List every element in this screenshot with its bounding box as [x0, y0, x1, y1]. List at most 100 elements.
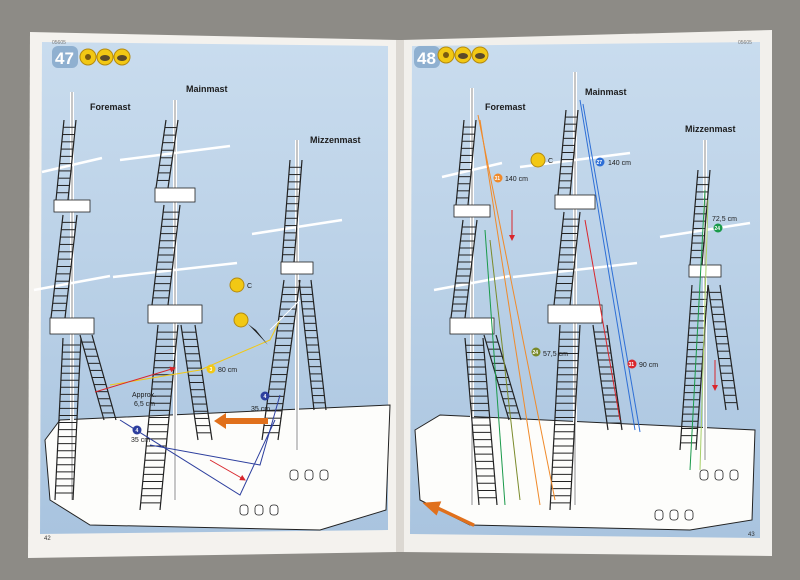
- rope-white: [269, 299, 301, 331]
- rope-number: 4: [264, 394, 267, 400]
- rope-number-badge: [206, 364, 216, 374]
- left-approx-callout: Approx. 6,5 cm: [132, 392, 156, 408]
- icon-detail: [100, 55, 110, 61]
- right-page: 48 05605 Foremast Mainmast Mizzenmast: [410, 40, 760, 538]
- left-rope-35-callout-b: 4 35 cm: [251, 391, 270, 413]
- rope-navy: [149, 394, 281, 466]
- icon-detail: [458, 53, 468, 59]
- c-marker-icon: [229, 277, 245, 293]
- shroud-rail: [569, 211, 581, 306]
- left-rigging: [94, 299, 301, 496]
- rope-length: 140 cm: [608, 160, 631, 167]
- stern-window: [289, 469, 299, 481]
- rope-number: 31: [495, 176, 501, 182]
- left-catalog-code: 05605: [52, 40, 66, 46]
- stern-window: [714, 469, 724, 481]
- rope-number: 3: [210, 367, 213, 373]
- shroud-rail: [679, 284, 693, 451]
- right-mast-labels: Foremast Mainmast Mizzenmast: [485, 87, 736, 134]
- stern-window: [269, 504, 279, 516]
- stern-window: [304, 469, 314, 481]
- mast-top-platform: [53, 199, 91, 213]
- rope-blue: [579, 99, 636, 431]
- pointer-arrow-icon: [248, 324, 268, 345]
- shroud-rail: [464, 337, 480, 506]
- left-folio: 42: [44, 536, 51, 542]
- rope-length: 35 cm: [131, 437, 150, 444]
- left-step-badge: [52, 46, 78, 68]
- rope-number: 4: [136, 428, 139, 434]
- mast-top-platform: [453, 204, 491, 218]
- c-marker-label: C: [247, 283, 252, 290]
- mast-top-platform: [547, 304, 603, 324]
- rope-number: 31: [629, 362, 635, 368]
- rope-length: 80 cm: [218, 367, 237, 374]
- mast-top-platform: [554, 194, 596, 210]
- left-page: 47 05605 Foremast Mainmast Mizzenmast: [33, 40, 391, 542]
- right-rope-90-callout: 31 90 cm: [627, 359, 658, 369]
- right-foremast-label: Foremast: [485, 102, 526, 112]
- yard-arm: [433, 274, 511, 292]
- left-rope-80-callout: 3 80 cm: [206, 364, 237, 374]
- rope-number-badge: [713, 223, 723, 233]
- rope-number-badge: [132, 425, 142, 435]
- shroud-rail: [695, 284, 709, 451]
- mast-top-platform: [449, 317, 495, 335]
- rope-number-badge: [595, 157, 605, 167]
- left-mizzenmast-label: Mizzenmast: [310, 135, 361, 145]
- yard-arm: [512, 261, 638, 279]
- rope-length: 72,5 cm: [712, 216, 737, 223]
- mast-top-platform: [147, 304, 203, 324]
- approx-label: Approx.: [132, 392, 156, 399]
- stern-window: [729, 469, 739, 481]
- left-mast-labels: Foremast Mainmast Mizzenmast: [90, 84, 361, 145]
- spine-shadow: [396, 40, 404, 552]
- right-rigging: [477, 99, 718, 506]
- rope-red: [94, 366, 176, 393]
- shroud-rail: [719, 284, 739, 411]
- rope-number: 24: [533, 350, 539, 356]
- shroud-rail: [155, 119, 167, 189]
- stern-window: [239, 504, 249, 516]
- rope-orange: [479, 119, 541, 506]
- c-marker-icon: [530, 152, 546, 168]
- rope-length: 57,5 cm: [543, 351, 568, 358]
- left-ship-drawing: [33, 92, 391, 531]
- right-tool-icons: [437, 46, 489, 64]
- icon-detail: [475, 53, 485, 59]
- right-catalog-code: 05605: [738, 40, 752, 46]
- shroud-rail: [689, 169, 699, 266]
- shroud-rail: [592, 324, 609, 431]
- right-mainmast-label: Mainmast: [585, 87, 627, 97]
- stern-window: [699, 469, 709, 481]
- left-foremast-label: Foremast: [90, 102, 131, 112]
- yard-arm: [112, 261, 238, 279]
- rope-number-badge: [260, 391, 270, 401]
- rope-red: [209, 459, 246, 481]
- right-step-number: 48: [417, 49, 436, 68]
- right-folio: 43: [748, 532, 755, 538]
- left-c-marker: C: [229, 277, 268, 345]
- direction-arrow-icon: [422, 501, 475, 527]
- shroud-rail: [707, 284, 727, 411]
- shroud-rail: [553, 211, 565, 306]
- rope-length: 35 cm: [251, 406, 270, 413]
- right-rope-72-callout: 72,5 cm 24: [712, 216, 737, 233]
- rope-red: [584, 219, 621, 421]
- rope-green: [689, 189, 706, 471]
- right-panel: [410, 42, 760, 538]
- right-rope-140-callout-b: 27 140 cm: [595, 157, 631, 167]
- shroud-rail: [55, 119, 65, 201]
- mast-top-platform: [154, 187, 196, 203]
- icon-detail: [443, 52, 449, 58]
- ship-hull: [44, 404, 391, 531]
- mast-top-platform: [280, 261, 314, 275]
- rope-number-badge: [627, 359, 637, 369]
- c-marker-label: C: [548, 158, 553, 165]
- yard-arm: [119, 144, 231, 162]
- icon-detail: [85, 54, 91, 60]
- stern-window: [684, 509, 694, 521]
- approx-value: 6,5 cm: [134, 401, 155, 408]
